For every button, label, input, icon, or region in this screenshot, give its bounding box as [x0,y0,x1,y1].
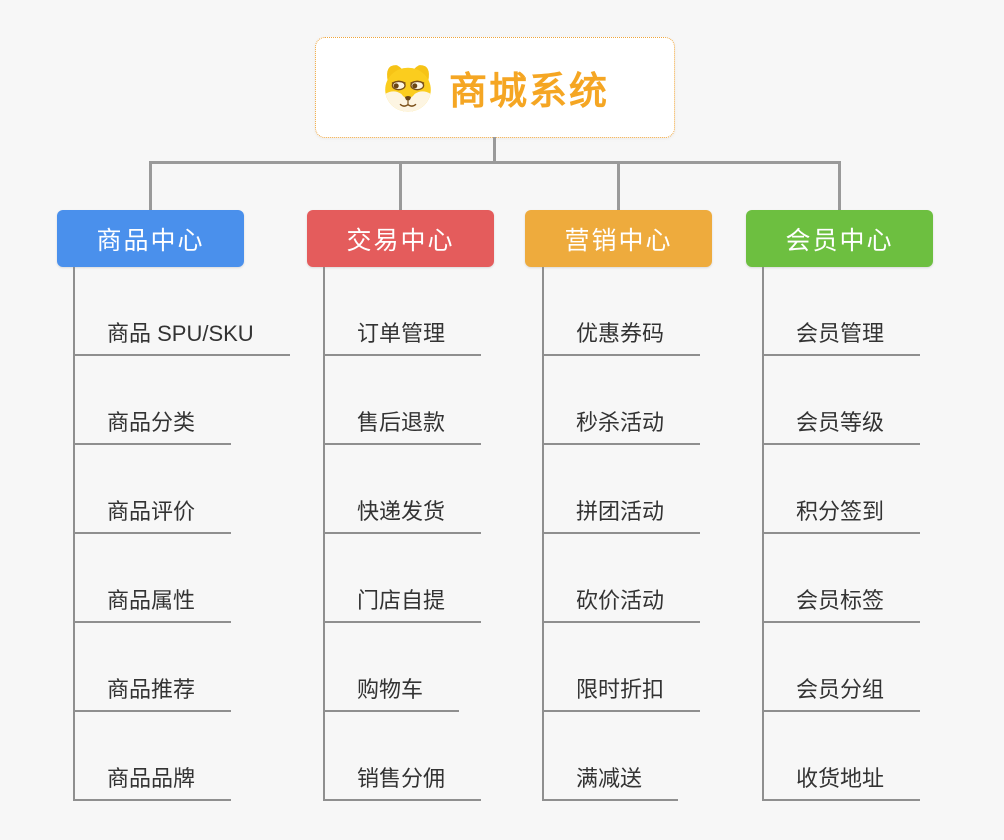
topic-item[interactable]: 门店自提 [325,534,482,623]
topic-item[interactable]: 砍价活动 [544,534,701,623]
topic-item[interactable]: 收货地址 [764,712,921,801]
connector-drop-member [838,161,841,210]
branch-node-marketing-center[interactable]: 营销中心 [525,210,712,267]
branch-items-marketing-center: 优惠券码 秒杀活动 拼团活动 砍价活动 限时折扣 满减送 [542,267,701,801]
branch-items-product-center: 商品 SPU/SKU 商品分类 商品评价 商品属性 商品推荐 商品品牌 [73,267,290,801]
topic-item[interactable]: 订单管理 [325,267,482,356]
topic-item[interactable]: 秒杀活动 [544,356,701,445]
topic-item[interactable]: 商品 SPU/SKU [75,267,290,356]
topic-item[interactable]: 销售分佣 [325,712,482,801]
branch-node-member-center[interactable]: 会员中心 [746,210,933,267]
topic-item[interactable]: 商品品牌 [75,712,232,801]
topic-item[interactable]: 会员等级 [764,356,921,445]
connector-drop-trade [399,161,402,210]
branch-node-product-center[interactable]: 商品中心 [57,210,244,267]
topic-item[interactable]: 商品评价 [75,445,232,534]
topic-item[interactable]: 商品分类 [75,356,232,445]
topic-item[interactable]: 购物车 [325,623,460,712]
topic-item[interactable]: 满减送 [544,712,679,801]
branch-items-member-center: 会员管理 会员等级 积分签到 会员标签 会员分组 收货地址 [762,267,921,801]
topic-item[interactable]: 优惠券码 [544,267,701,356]
connector-drop-product [149,161,152,210]
topic-item[interactable]: 会员分组 [764,623,921,712]
root-title: 商城系统 [448,71,609,113]
root-node-mall-system[interactable]: 商城系统 [315,37,675,138]
connector-root-stub [493,137,496,163]
connector-drop-marketing [617,161,620,210]
topic-item[interactable]: 积分签到 [764,445,921,534]
branch-items-trade-center: 订单管理 售后退款 快递发货 门店自提 购物车 销售分佣 [323,267,482,801]
topic-item[interactable]: 商品推荐 [75,623,232,712]
branch-node-trade-center[interactable]: 交易中心 [307,210,494,267]
topic-item[interactable]: 快递发货 [325,445,482,534]
connector-trunk [149,161,841,164]
topic-item[interactable]: 限时折扣 [544,623,701,712]
topic-item[interactable]: 售后退款 [325,356,482,445]
topic-item[interactable]: 会员标签 [764,534,921,623]
topic-item[interactable]: 商品属性 [75,534,232,623]
topic-item[interactable]: 会员管理 [764,267,921,356]
topic-item[interactable]: 拼团活动 [544,445,701,534]
shiba-dog-icon [385,64,431,112]
